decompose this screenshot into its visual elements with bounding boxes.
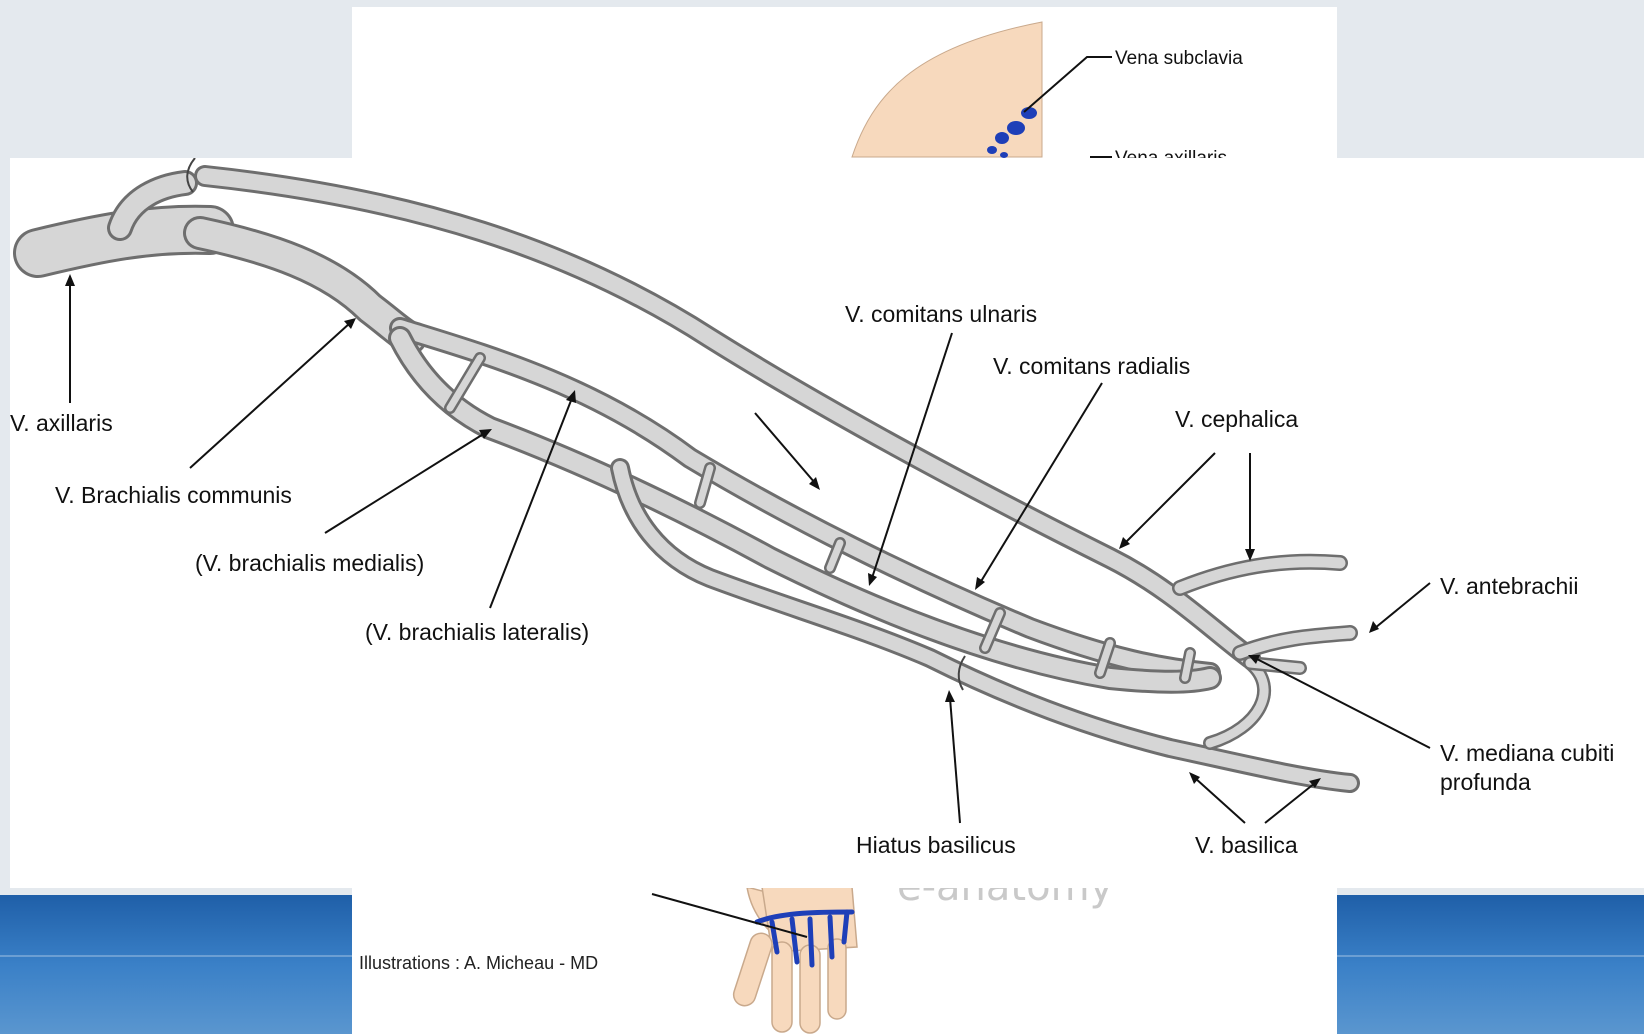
front-figure-panel: V. axillaris V. Brachialis communis (V. …	[10, 158, 1644, 888]
label-v-comitans-radialis: V. comitans radialis	[993, 353, 1190, 379]
label-v-basilica: V. basilica	[1195, 832, 1298, 858]
shoulder-skin-shape	[852, 22, 1042, 157]
label-v-brachialis-communis: V. Brachialis communis	[55, 482, 292, 508]
illustration-credit: Illustrations : A. Micheau - MD	[359, 953, 598, 973]
label-v-mediana-cubiti: V. mediana cubiti	[1440, 740, 1614, 766]
label-v-cephalica: V. cephalica	[1175, 406, 1298, 432]
label-v-axillaris: V. axillaris	[10, 410, 113, 436]
label-v-antebrachii: V. antebrachii	[1440, 573, 1579, 599]
label-v-comitans-ulnaris: V. comitans ulnaris	[845, 301, 1037, 327]
label-v-brachialis-lateralis: (V. brachialis lateralis)	[365, 619, 589, 645]
label-vena-subclavia: Vena subclavia	[1115, 48, 1243, 69]
vein-drawing	[38, 158, 1350, 783]
label-v-brachialis-medialis: (V. brachialis medialis)	[195, 550, 424, 576]
label-profunda: profunda	[1440, 769, 1531, 795]
hand-illustration	[652, 887, 857, 1033]
label-hiatus-basilicus: Hiatus basilicus	[856, 832, 1016, 858]
